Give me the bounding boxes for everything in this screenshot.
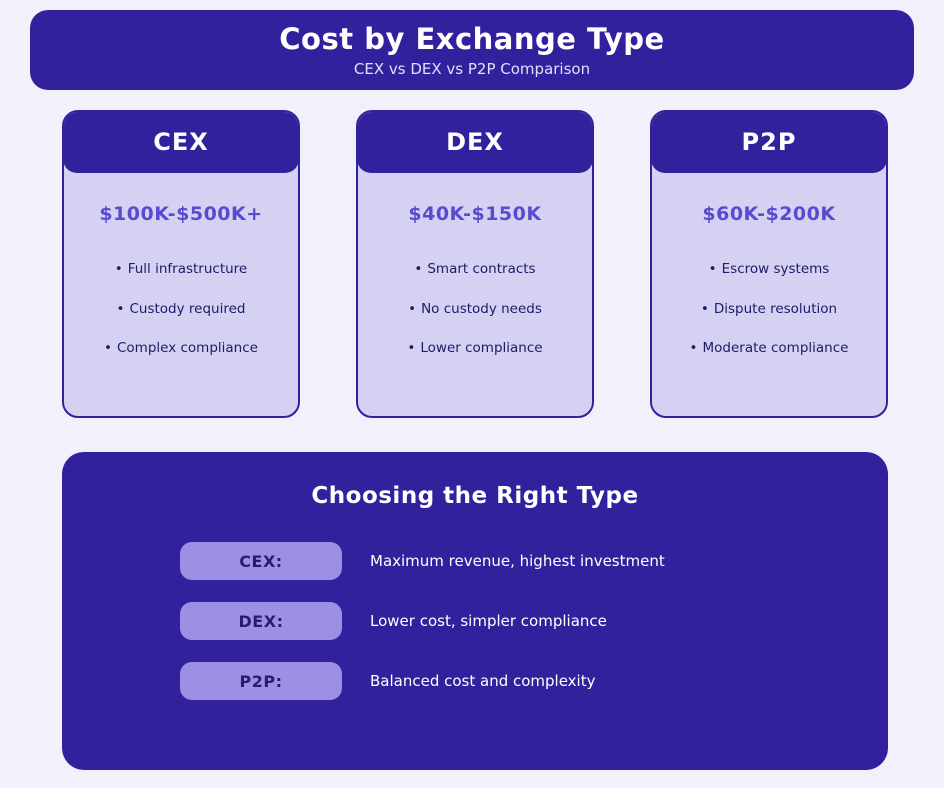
card-dex-header: DEX <box>358 112 592 173</box>
bullet-text: No custody needs <box>421 300 542 317</box>
bullet-text: Escrow systems <box>721 261 830 277</box>
list-item: •Smart contracts <box>358 261 592 277</box>
card-p2p-price: $60K-$200K <box>702 203 836 225</box>
page-subtitle: CEX vs DEX vs P2P Comparison <box>353 59 591 78</box>
list-item: • Complex compliance <box>64 340 298 356</box>
bullet-icon: • <box>414 261 423 277</box>
summary-row-p2p: P2P: Balanced cost and complexity <box>180 662 888 700</box>
summary-title: Choosing the Right Type <box>311 483 639 509</box>
bullet-icon: • <box>407 340 416 356</box>
list-item: •No custody needs <box>358 300 592 317</box>
card-p2p-bullets: •Escrow systems •Dispute resolution •Mod… <box>652 261 886 356</box>
summary-row-dex: DEX: Lower cost, simpler compliance <box>180 602 888 640</box>
list-item: •Full infrastructure <box>64 261 298 277</box>
bullet-text: Lower compliance <box>420 340 543 356</box>
bullet-icon: • <box>708 261 717 277</box>
card-cex-header: CEX <box>64 112 298 173</box>
bullet-icon: • <box>408 300 417 317</box>
card-cex-bullets: •Full infrastructure •Custody required •… <box>64 261 298 356</box>
card-cex-price: $100K-$500K+ <box>99 203 263 225</box>
bullet-icon: • <box>700 300 709 317</box>
list-item: •Custody required <box>64 300 298 317</box>
bullet-icon: • <box>116 300 125 317</box>
card-p2p-header: P2P <box>652 112 886 173</box>
bullet-icon: • <box>114 261 123 277</box>
card-dex-bullets: •Smart contracts •No custody needs •Lowe… <box>358 261 592 356</box>
card-cex: CEX $100K-$500K+ •Full infrastructure •C… <box>62 110 300 418</box>
summary-panel: Choosing the Right Type CEX: Maximum rev… <box>62 452 888 770</box>
list-item: •Dispute resolution <box>652 300 886 317</box>
bullet-text: Moderate compliance <box>702 340 849 356</box>
p2p-description: Balanced cost and complexity <box>370 672 596 690</box>
bullet-icon: • <box>689 340 698 356</box>
list-item: •Moderate compliance <box>652 340 886 356</box>
card-p2p-title: P2P <box>741 128 797 156</box>
bullet-text: Custody required <box>129 300 246 317</box>
header-banner: Cost by Exchange Type CEX vs DEX vs P2P … <box>30 10 914 90</box>
list-item: •Lower compliance <box>358 340 592 356</box>
bullet-text: Dispute resolution <box>713 300 838 317</box>
p2p-label-pill: P2P: <box>180 662 342 700</box>
cex-description: Maximum revenue, highest investment <box>370 552 665 570</box>
card-dex-title: DEX <box>446 128 504 156</box>
bullet-text: Smart contracts <box>427 261 536 277</box>
exchange-cards-row: CEX $100K-$500K+ •Full infrastructure •C… <box>62 110 888 418</box>
cex-label-pill: CEX: <box>180 542 342 580</box>
page-title: Cost by Exchange Type <box>279 22 665 57</box>
bullet-text: Complex compliance <box>117 340 258 356</box>
summary-rows: CEX: Maximum revenue, highest investment… <box>62 542 888 700</box>
dex-label-pill: DEX: <box>180 602 342 640</box>
summary-row-cex: CEX: Maximum revenue, highest investment <box>180 542 888 580</box>
bullet-text: Full infrastructure <box>127 261 248 277</box>
bullet-icon: • <box>104 340 112 356</box>
card-p2p: P2P $60K-$200K •Escrow systems •Dispute … <box>650 110 888 418</box>
card-dex: DEX $40K-$150K •Smart contracts •No cust… <box>356 110 594 418</box>
card-dex-price: $40K-$150K <box>408 203 542 225</box>
dex-description: Lower cost, simpler compliance <box>370 612 607 630</box>
list-item: •Escrow systems <box>652 261 886 277</box>
card-cex-title: CEX <box>153 128 209 156</box>
